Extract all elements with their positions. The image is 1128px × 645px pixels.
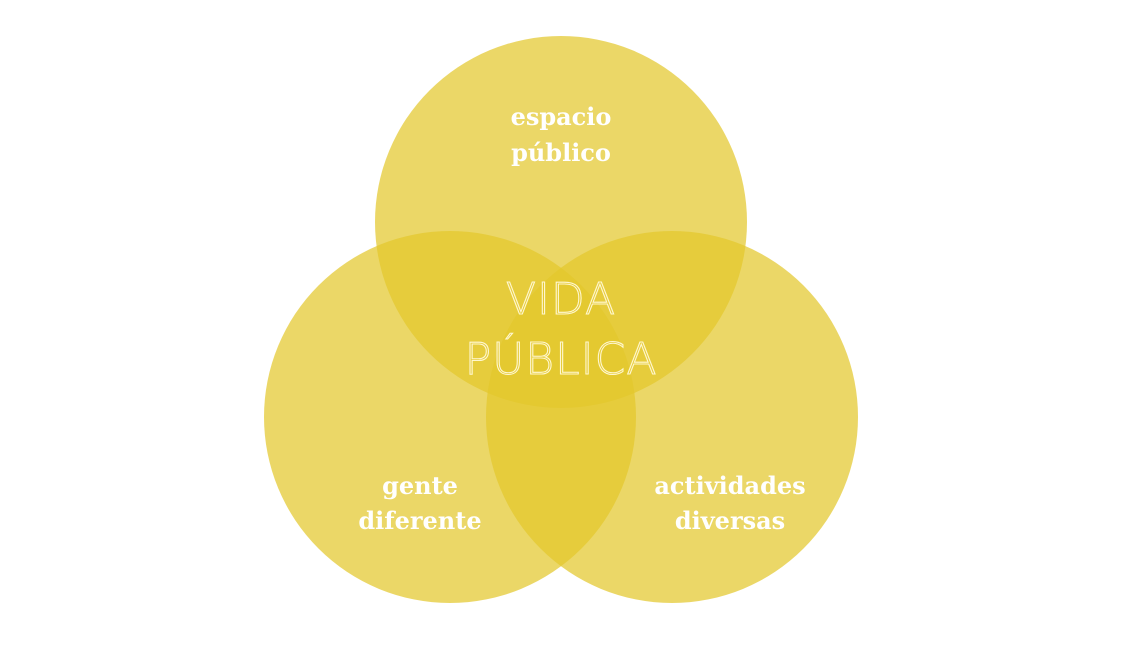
center-label-line2: PÚBLICA (465, 332, 658, 385)
label-gente-line1: gente (382, 471, 458, 500)
label-actividades-line2: diversas (675, 506, 785, 535)
center-label-line1: VIDA (506, 274, 616, 325)
circle-actividades-diversas (486, 231, 858, 603)
label-espacio-line1: espacio (511, 102, 612, 131)
label-actividades-line1: actividades (654, 471, 805, 500)
label-espacio-line2: público (511, 138, 611, 167)
label-gente-line2: diferente (358, 506, 481, 535)
